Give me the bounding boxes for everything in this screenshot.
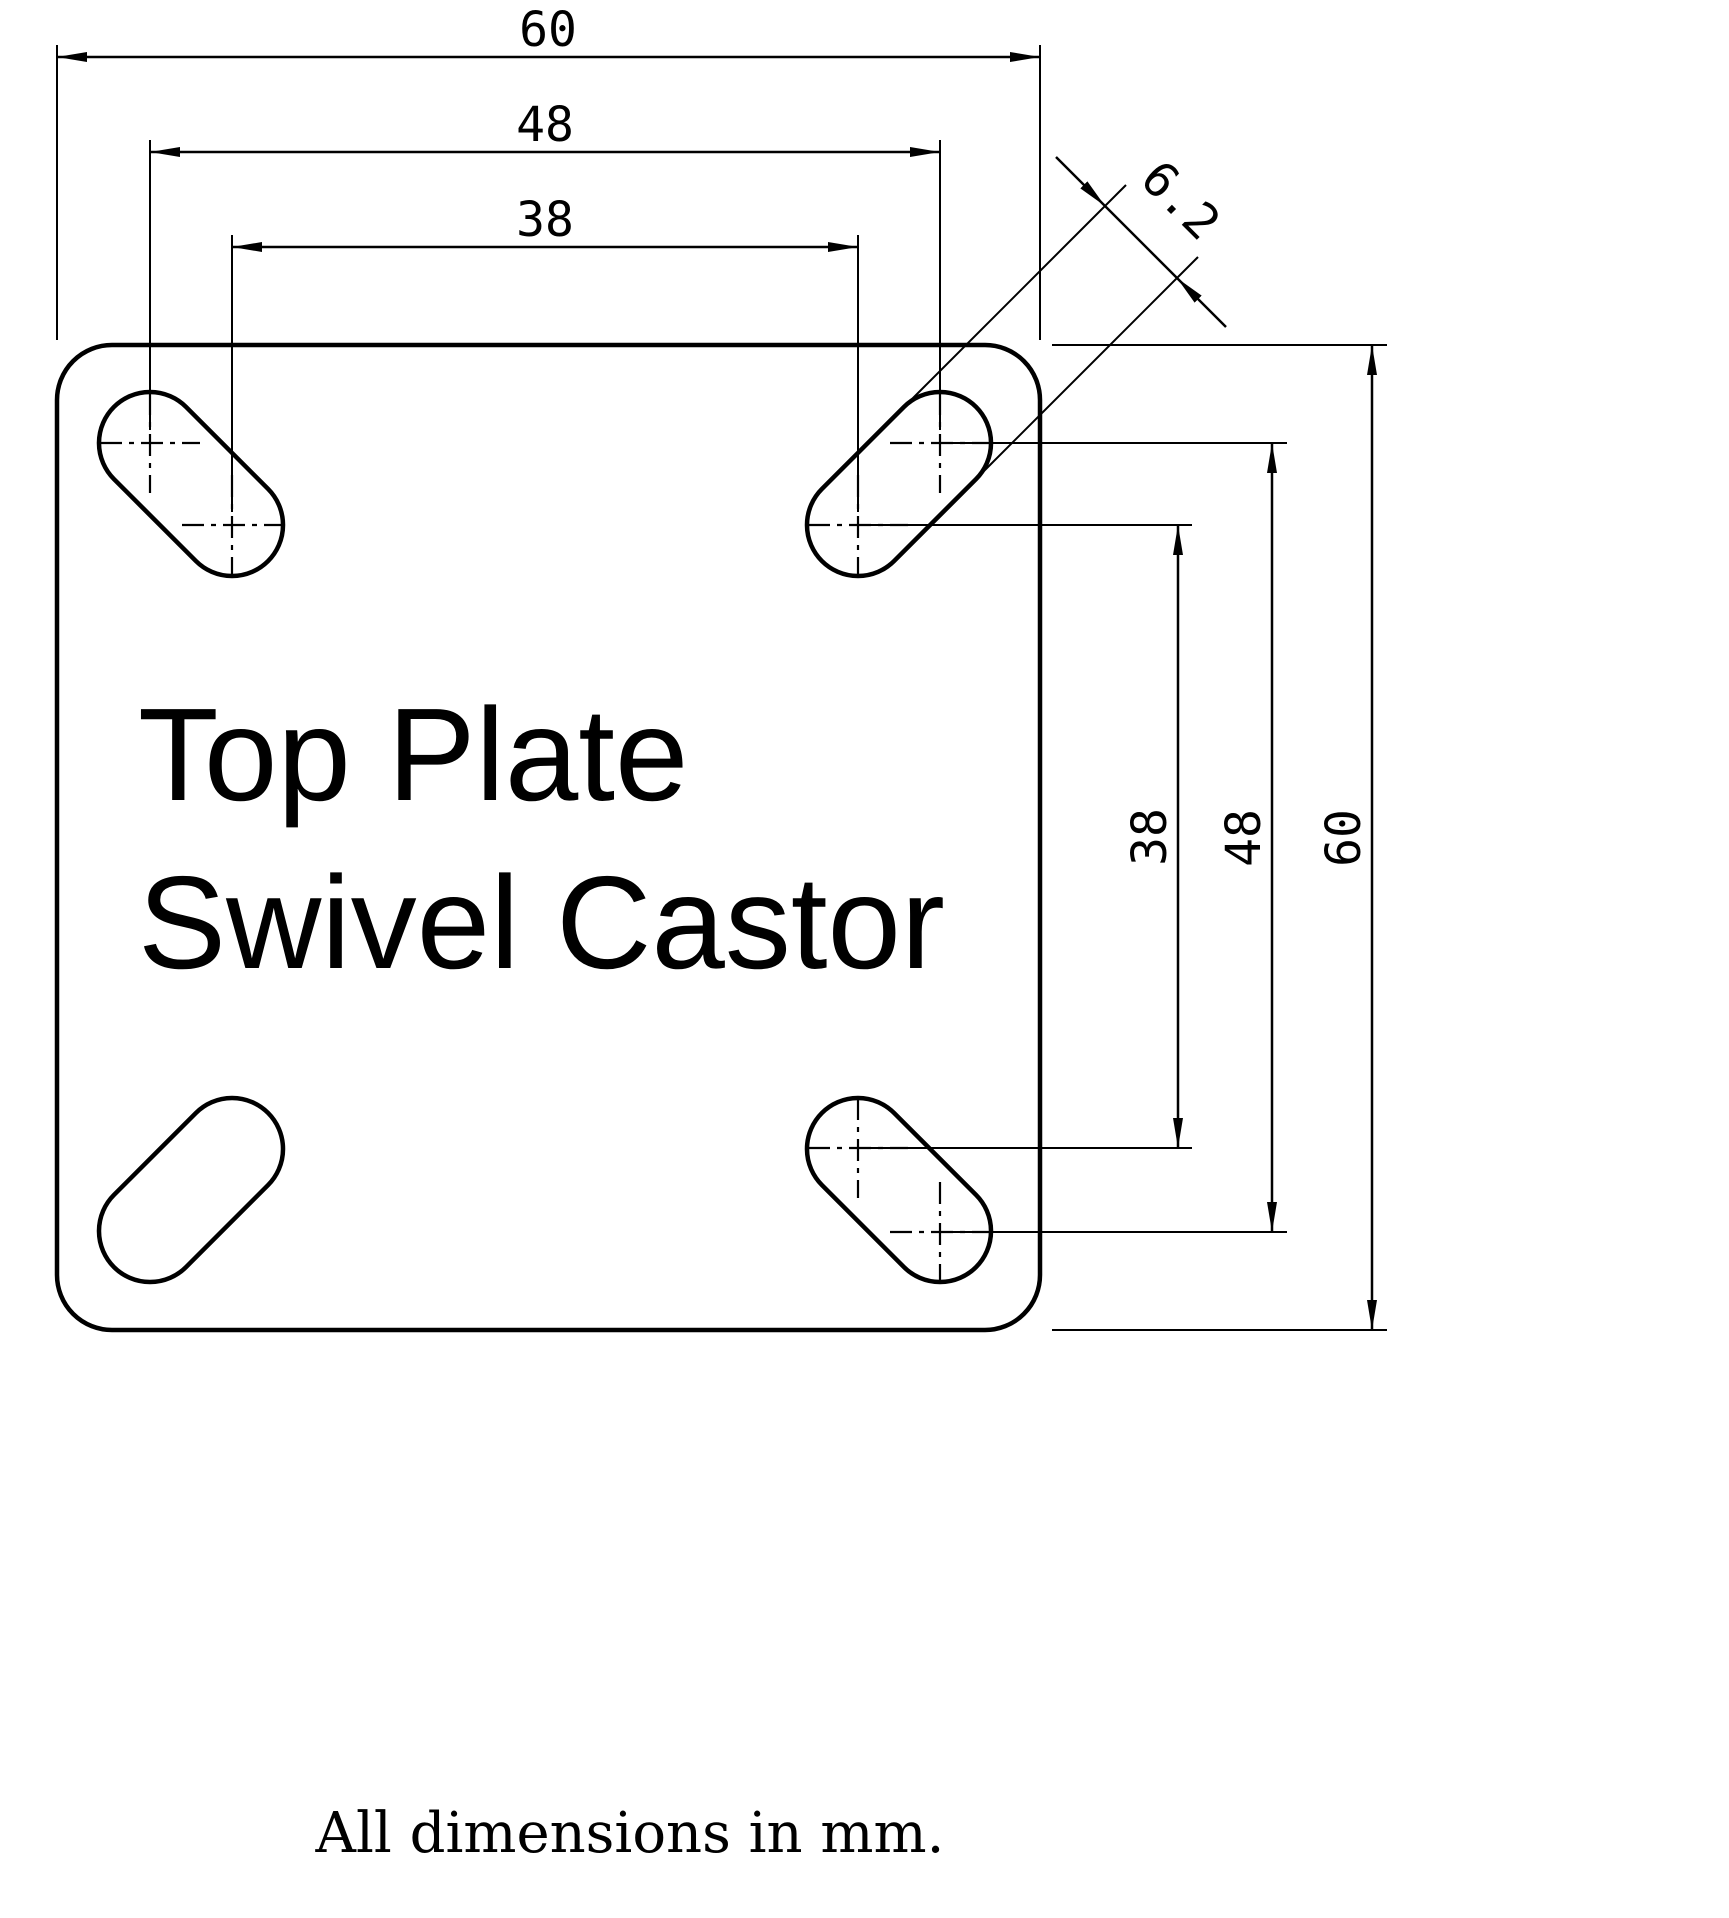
- plate-title-line1: Top Plate: [138, 681, 688, 828]
- dim-label-right-outer: 48: [1216, 809, 1272, 867]
- dim-label-top-inner: 38: [516, 192, 574, 248]
- slot-bottom-right: [804, 1095, 994, 1285]
- plate-title: Top Plate Swivel Castor: [138, 681, 945, 996]
- dim-right-outer-holes: 48: [1216, 443, 1277, 1232]
- plate-title-line2: Swivel Castor: [138, 849, 945, 996]
- dim-label-right-inner: 38: [1122, 808, 1178, 866]
- dim-top-outer-holes: 48: [150, 97, 940, 157]
- slot-top-right: [804, 389, 994, 579]
- slot-top-left: [96, 389, 286, 579]
- dim-label-right-overall: 60: [1316, 809, 1372, 867]
- plate-outline: [54, 342, 1043, 1333]
- dim-label-top-overall: 60: [519, 2, 577, 58]
- dim-label-slot-width: 6.2: [1130, 150, 1231, 251]
- dim-label-top-outer: 48: [516, 97, 574, 153]
- caption: All dimensions in mm.: [315, 1801, 945, 1866]
- dim-top-inner-holes: 38: [232, 192, 858, 252]
- dim-right-overall: 60: [1316, 345, 1377, 1330]
- dim-right-inner-holes: 38: [1122, 525, 1183, 1148]
- extension-lines: [56, 45, 1387, 1331]
- slot-bottom-left: [96, 1095, 286, 1285]
- dim-top-overall: 60: [57, 2, 1040, 62]
- mounting-slots: [96, 389, 994, 1285]
